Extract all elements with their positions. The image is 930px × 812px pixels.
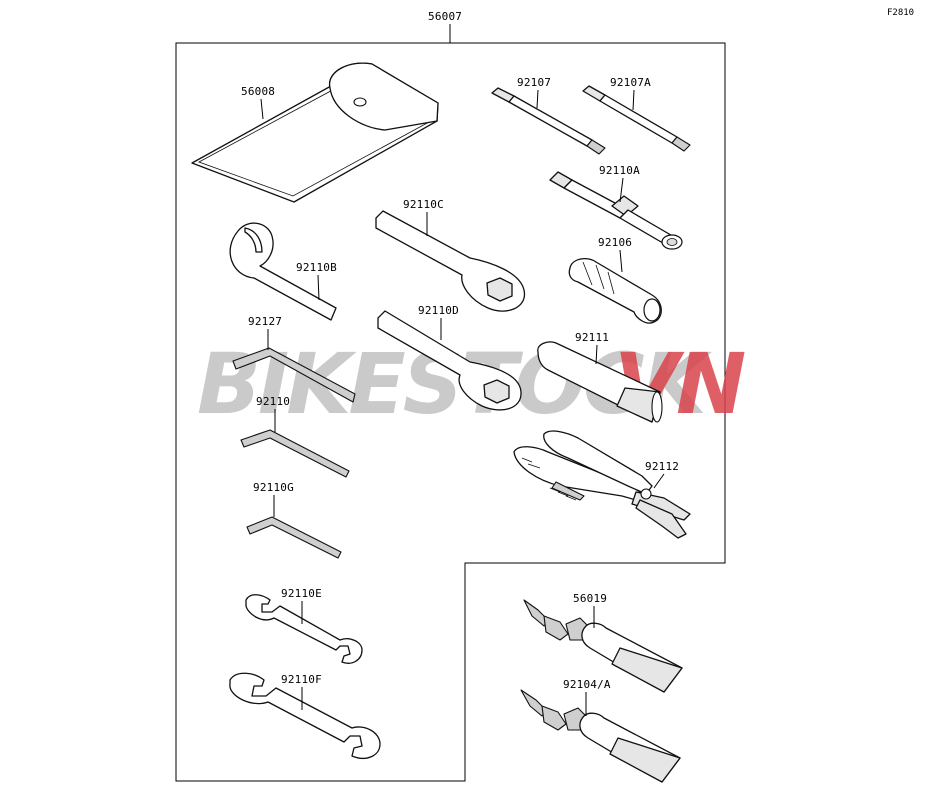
hex-key-92110: [240, 429, 350, 478]
ring-spanner-92110d: [377, 310, 522, 411]
leader-92107a: [632, 89, 635, 111]
leader-92106: [619, 249, 623, 273]
hex-key-92110g: [246, 516, 342, 559]
label-92107: 92107: [517, 76, 551, 89]
label-92110b: 92110B: [296, 261, 337, 274]
handle-92106: [568, 257, 662, 324]
label-92111: 92111: [575, 331, 609, 344]
label-92110c: 92110C: [403, 198, 444, 211]
screwdriver-bit-92107a: [582, 85, 691, 152]
handle-tube-92111: [537, 341, 663, 423]
leader-92110a: [619, 177, 624, 203]
kit-boundary: [175, 42, 726, 782]
spanner-92110f: [229, 672, 381, 759]
label-92107a: 92107A: [610, 76, 651, 89]
label-92127: 92127: [248, 315, 282, 328]
label-92110d: 92110D: [418, 304, 459, 317]
leader-56008: [260, 98, 264, 120]
tool-bag-drawing: [191, 62, 439, 203]
label-92104a: 92104/A: [563, 678, 611, 691]
pliers-92112: [513, 430, 691, 539]
box-spanner-92110a: [549, 171, 683, 250]
label-92112: 92112: [645, 460, 679, 473]
label-56019: 56019: [573, 592, 607, 605]
kit-number-label: 56007: [428, 10, 462, 23]
label-92110g: 92110G: [253, 481, 294, 494]
grease-tube-56019: [523, 599, 683, 693]
leader-92111: [595, 344, 598, 365]
label-92110a: 92110A: [599, 164, 640, 177]
ring-spanner-92110c: [375, 210, 525, 312]
hex-key-92127: [232, 347, 356, 403]
grease-tube-92104a: [520, 689, 681, 783]
leader-92110b: [317, 274, 320, 301]
spanner-92110e: [245, 594, 363, 664]
label-92110f: 92110F: [281, 673, 322, 686]
screwdriver-bit-92107: [491, 87, 606, 155]
label-92106: 92106: [598, 236, 632, 249]
figure-code: F2810: [887, 8, 914, 18]
label-92110: 92110: [256, 395, 290, 408]
hook-spanner-92110b: [229, 222, 337, 321]
label-92110e: 92110E: [281, 587, 322, 600]
leader-92112: [653, 473, 665, 489]
label-56008: 56008: [241, 85, 275, 98]
leader-92107: [536, 89, 539, 109]
